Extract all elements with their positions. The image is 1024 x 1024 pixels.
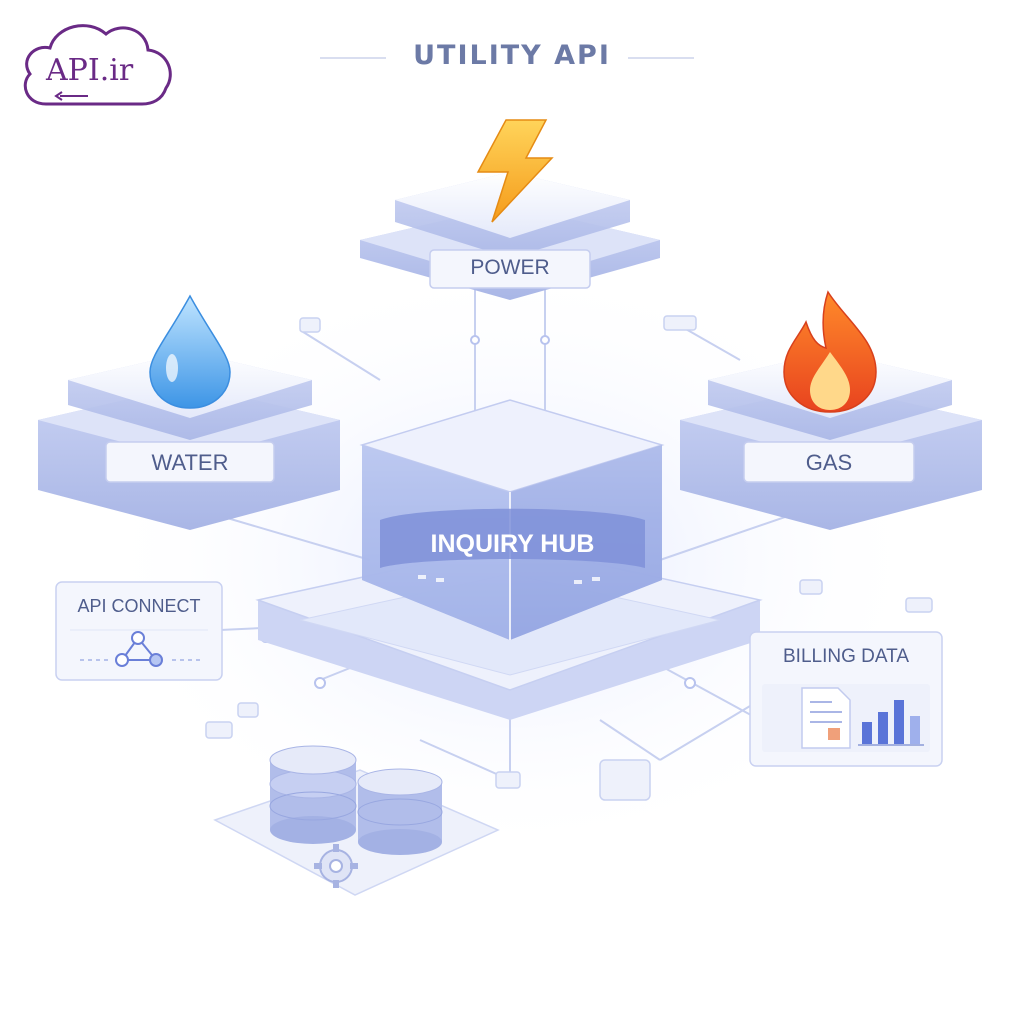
inquiry-hub-cube bbox=[359, 399, 665, 640]
power-label: POWER bbox=[470, 256, 550, 279]
gear-icon bbox=[314, 844, 358, 888]
title-text: UTILITY API bbox=[413, 40, 611, 71]
floating-tiles bbox=[205, 315, 933, 801]
database-icon bbox=[269, 745, 443, 855]
flame-icon bbox=[783, 290, 877, 413]
title-rule-right bbox=[628, 57, 694, 59]
gas-label: GAS bbox=[805, 450, 853, 475]
api-ir-logo: API.ir bbox=[16, 18, 176, 114]
logo-text: API.ir bbox=[46, 53, 134, 88]
document-chart-icon bbox=[801, 687, 924, 749]
gas-node bbox=[680, 352, 982, 530]
diagram-title: UTILITY API bbox=[0, 36, 1024, 76]
lightning-bolt-icon bbox=[476, 119, 554, 223]
inquiry-hub-label: INQUIRY HUB bbox=[430, 530, 595, 558]
cloud-logo-icon bbox=[23, 24, 172, 106]
water-drop-icon bbox=[149, 294, 231, 409]
title-rule-left bbox=[320, 57, 386, 59]
api-connect-label: API CONNECT bbox=[77, 596, 201, 616]
water-label: WATER bbox=[151, 450, 229, 475]
api-connect-card bbox=[55, 581, 223, 681]
network-nodes-icon bbox=[80, 631, 200, 667]
billing-data-label: BILLING DATA bbox=[783, 646, 909, 667]
power-node bbox=[360, 172, 660, 300]
